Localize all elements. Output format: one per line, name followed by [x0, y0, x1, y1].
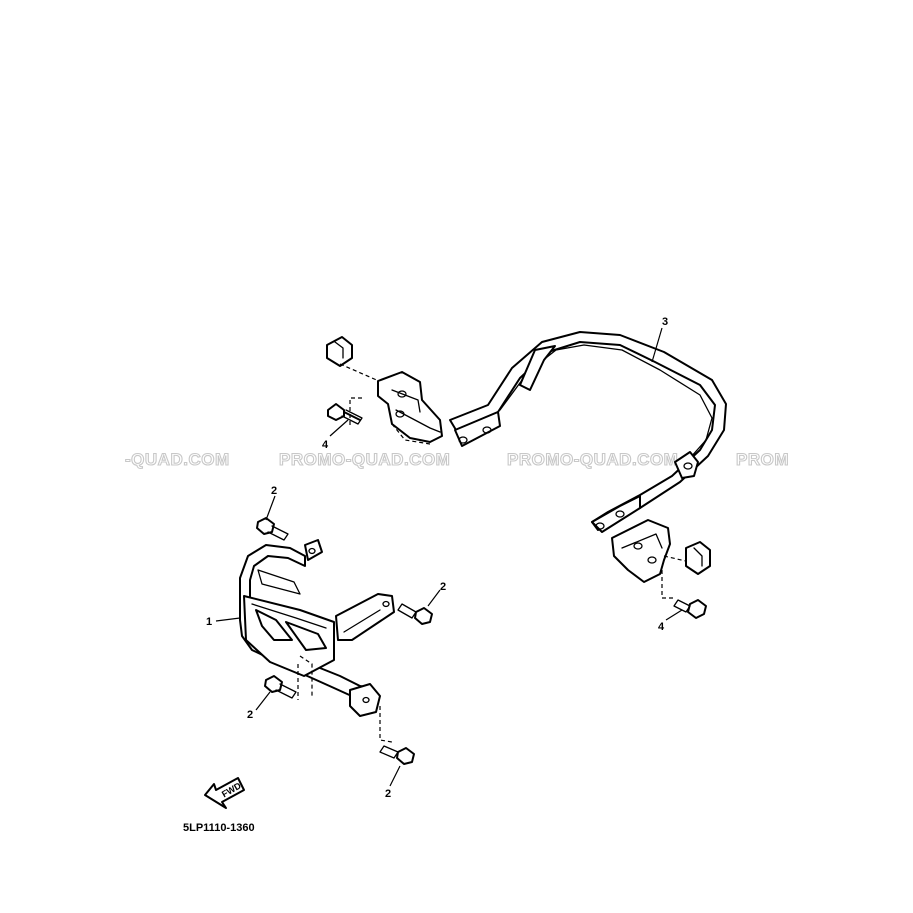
leader-lines [215, 327, 683, 787]
callout-bolt-bottom: 2 [385, 788, 391, 800]
callout-bolt-right: 2 [440, 581, 446, 593]
diagram-part-code: 5LP1110-1360 [183, 822, 255, 834]
front-bolt-bottom [379, 745, 415, 765]
callout-bolt-top: 2 [271, 485, 277, 497]
front-bolt-top [256, 517, 289, 541]
rear-bolt-left [327, 403, 363, 425]
watermark-text: -QUAD.COM [125, 450, 230, 469]
watermark-text: PROM [736, 450, 789, 469]
watermark-row: -QUAD.COM PROMO-QUAD.COM PROMO-QUAD.COM … [124, 449, 789, 469]
callout-bolt-rear-right: 4 [658, 621, 665, 633]
rear-left-clamp [326, 336, 443, 445]
callout-rear-guard: 3 [662, 316, 668, 328]
rear-guard-assembly [326, 331, 727, 599]
rear-right-clamp [611, 519, 711, 599]
watermark-text: PROMO-QUAD.COM [279, 450, 450, 469]
watermark-text: PROMO-QUAD.COM [507, 450, 678, 469]
front-bolt-lower-left [264, 675, 297, 699]
callout-front-guard: 1 [206, 616, 212, 628]
callout-bolt-rear-left: 4 [322, 439, 329, 451]
forward-arrow-icon: FWD [204, 777, 245, 809]
front-guard-assembly [239, 539, 395, 743]
callout-bolt-lower-left: 2 [247, 709, 253, 721]
rear-guard-frame [449, 331, 727, 533]
front-bolt-right [397, 603, 433, 625]
rear-bolt-right [673, 599, 707, 619]
